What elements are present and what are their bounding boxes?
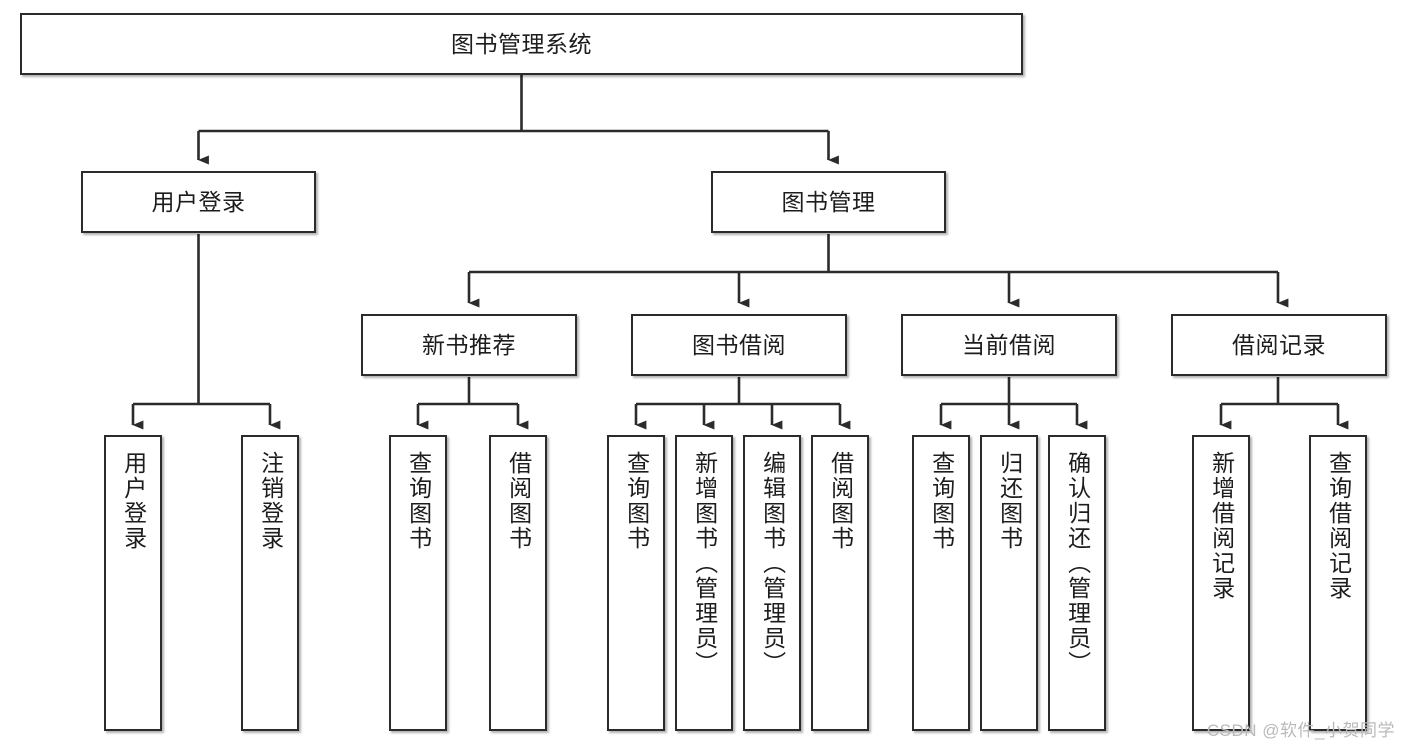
node-label: 图书借阅 <box>692 331 786 358</box>
node-borrowing-records[interactable]: 借阅记录 <box>1171 314 1387 376</box>
leaf-return-books[interactable]: 归还图书 <box>980 435 1038 731</box>
node-label: 查询图书 <box>623 451 650 551</box>
node-label: 借阅图书 <box>505 451 532 551</box>
leaf-user-login[interactable]: 用户登录 <box>104 435 162 731</box>
leaf-edit-book-admin[interactable]: 编辑图书（管理员） <box>743 435 801 731</box>
node-label: 图书管理 <box>781 188 876 215</box>
node-label: 新书推荐 <box>422 331 516 358</box>
node-current-borrowing[interactable]: 当前借阅 <box>901 314 1117 376</box>
node-new-book-recommendation[interactable]: 新书推荐 <box>361 314 577 376</box>
node-label: 用户登录 <box>151 188 246 215</box>
node-label: 图书管理系统 <box>451 30 592 57</box>
node-root-book-management-system[interactable]: 图书管理系统 <box>20 13 1023 75</box>
node-label: 注销登录 <box>257 451 284 551</box>
leaf-query-books-current[interactable]: 查询图书 <box>912 435 970 731</box>
node-user-login[interactable]: 用户登录 <box>81 171 316 233</box>
node-book-management[interactable]: 图书管理 <box>711 171 946 233</box>
leaf-query-borrow-record[interactable]: 查询借阅记录 <box>1309 435 1367 731</box>
leaf-query-books-borrow[interactable]: 查询图书 <box>607 435 665 731</box>
node-label: 新增借阅记录 <box>1208 451 1235 601</box>
node-label: 当前借阅 <box>962 331 1056 358</box>
node-label: 确认归还（管理员） <box>1064 451 1091 676</box>
watermark: CSDN @软件_小贺同学 <box>1206 721 1395 740</box>
node-label: 编辑图书（管理员） <box>759 451 786 676</box>
node-label: 查询图书 <box>405 451 432 551</box>
leaf-query-books-newbook[interactable]: 查询图书 <box>389 435 447 731</box>
leaf-add-book-admin[interactable]: 新增图书（管理员） <box>675 435 733 731</box>
node-label: 借阅记录 <box>1232 331 1326 358</box>
node-book-borrowing[interactable]: 图书借阅 <box>631 314 847 376</box>
leaf-confirm-return-admin[interactable]: 确认归还（管理员） <box>1048 435 1106 731</box>
node-label: 归还图书 <box>996 451 1023 551</box>
leaf-borrow-books-newbook[interactable]: 借阅图书 <box>489 435 547 731</box>
node-label: 用户登录 <box>120 451 147 551</box>
leaf-borrow-books-borrow[interactable]: 借阅图书 <box>811 435 869 731</box>
node-label: 新增图书（管理员） <box>691 451 718 676</box>
leaf-add-borrow-record[interactable]: 新增借阅记录 <box>1192 435 1250 731</box>
leaf-logout[interactable]: 注销登录 <box>241 435 299 731</box>
node-label: 查询借阅记录 <box>1325 451 1352 601</box>
node-label: 查询图书 <box>928 451 955 551</box>
node-label: 借阅图书 <box>827 451 854 551</box>
